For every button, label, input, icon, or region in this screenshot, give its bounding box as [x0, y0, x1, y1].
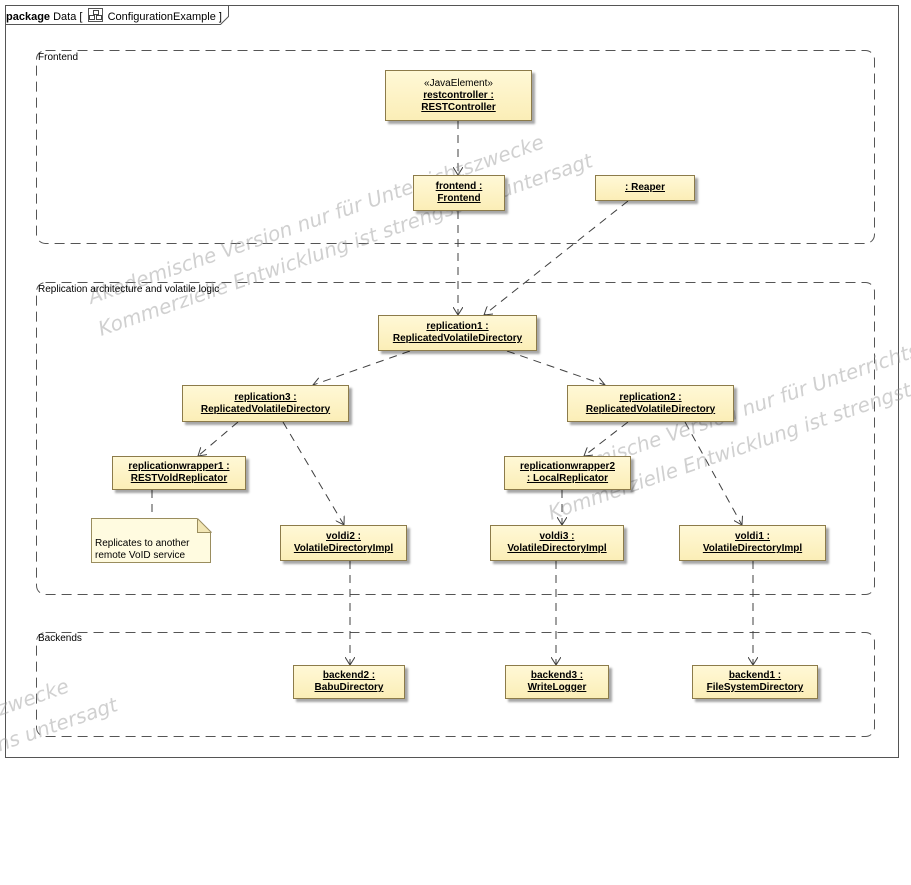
edge-replication3-voldi2 — [282, 421, 344, 525]
frontend-region-label: Frontend — [38, 52, 79, 63]
node-type: RESTController — [421, 101, 496, 113]
node-replicationwrapper2[interactable]: replicationwrapper2 : LocalReplicator — [504, 456, 631, 490]
node-name: voldi1 : — [734, 531, 770, 542]
node-name: voldi3 : — [539, 531, 575, 542]
package-keyword: package — [6, 11, 51, 23]
note-line-1: Replicates to another — [95, 538, 190, 549]
node-type: : LocalReplicator — [526, 473, 609, 484]
package-name: Data — [53, 11, 77, 23]
edge-reaper-replication1 — [484, 200, 629, 315]
node-name: replicationwrapper1 : — [128, 461, 230, 472]
note-line-2: remote VoID service — [95, 550, 186, 561]
diagram-canvas — [5, 5, 899, 758]
node-name: frontend : — [435, 181, 483, 192]
node-type: FileSystemDirectory — [706, 682, 804, 693]
node-name: voldi2 : — [325, 531, 361, 542]
node-backend1[interactable]: backend1 : FileSystemDirectory — [692, 665, 818, 699]
edge-replication2-wrapper2 — [584, 421, 629, 456]
node-name: backend1 : — [728, 670, 782, 681]
node-voldi1[interactable]: voldi1 : VolatileDirectoryImpl — [679, 525, 826, 561]
node-voldi2[interactable]: voldi2 : VolatileDirectoryImpl — [280, 525, 407, 561]
bracket-open: [ — [79, 11, 83, 23]
node-type: ReplicatedVolatileDirectory — [585, 403, 716, 415]
edge-replication1-replication3 — [313, 350, 411, 385]
edge-replication3-wrapper1 — [198, 421, 239, 456]
node-replication3[interactable]: replication3 : ReplicatedVolatileDirecto… — [182, 385, 349, 422]
node-backend2[interactable]: backend2 : BabuDirectory — [293, 665, 405, 699]
node-type: RESTVoldReplicator — [130, 473, 228, 484]
node-name: backend2 : — [322, 670, 376, 681]
node-type: VolatileDirectoryImpl — [702, 543, 803, 554]
package-header: package Data [ ConfigurationExample ] — [6, 8, 222, 26]
node-voldi3[interactable]: voldi3 : VolatileDirectoryImpl — [490, 525, 624, 561]
node-name: backend3 : — [530, 670, 584, 681]
node-type: Frontend — [437, 193, 481, 204]
node-type: VolatileDirectoryImpl — [293, 543, 394, 554]
node-name: replication3 : — [234, 391, 297, 403]
node-name: : Reaper — [624, 182, 665, 193]
diagram-name: ConfigurationExample — [107, 11, 216, 23]
diagram-icon — [87, 8, 103, 22]
bracket-close: ] — [218, 11, 222, 23]
edge-replication1-replication2 — [506, 350, 605, 385]
node-type: ReplicatedVolatileDirectory — [392, 333, 523, 344]
node-type: ReplicatedVolatileDirectory — [200, 403, 331, 415]
note-fold-corner — [197, 518, 212, 533]
frontend-region — [36, 50, 875, 244]
package-frame — [5, 5, 899, 758]
node-replicationwrapper1[interactable]: replicationwrapper1 : RESTVoldReplicator — [112, 456, 246, 490]
package-tab-border — [5, 5, 229, 25]
node-replication2[interactable]: replication2 : ReplicatedVolatileDirecto… — [567, 385, 734, 422]
backends-region-label: Backends — [38, 633, 82, 644]
node-name: replication2 : — [619, 391, 682, 403]
node-backend3[interactable]: backend3 : WriteLogger — [505, 665, 609, 699]
replication-region — [36, 282, 875, 595]
backends-region — [36, 632, 875, 737]
node-name: replicationwrapper2 — [519, 461, 616, 472]
comment-note[interactable]: Replicates to another remote VoID servic… — [91, 518, 211, 563]
node-name: replication1 : — [426, 321, 489, 332]
node-type: BabuDirectory — [314, 682, 384, 693]
node-name: restcontroller : — [423, 89, 494, 101]
node-reaper[interactable]: : Reaper — [595, 175, 695, 201]
node-type: WriteLogger — [527, 682, 587, 693]
node-type: VolatileDirectoryImpl — [507, 543, 607, 554]
edge-replication2-voldi1 — [684, 421, 742, 525]
replication-region-label: Replication architecture and volatile lo… — [38, 284, 220, 295]
node-frontend[interactable]: frontend : Frontend — [413, 175, 505, 211]
node-replication1[interactable]: replication1 : ReplicatedVolatileDirecto… — [378, 315, 537, 351]
node-restcontroller[interactable]: «JavaElement» restcontroller : RESTContr… — [385, 70, 532, 121]
stereotype-label: «JavaElement» — [424, 77, 493, 89]
